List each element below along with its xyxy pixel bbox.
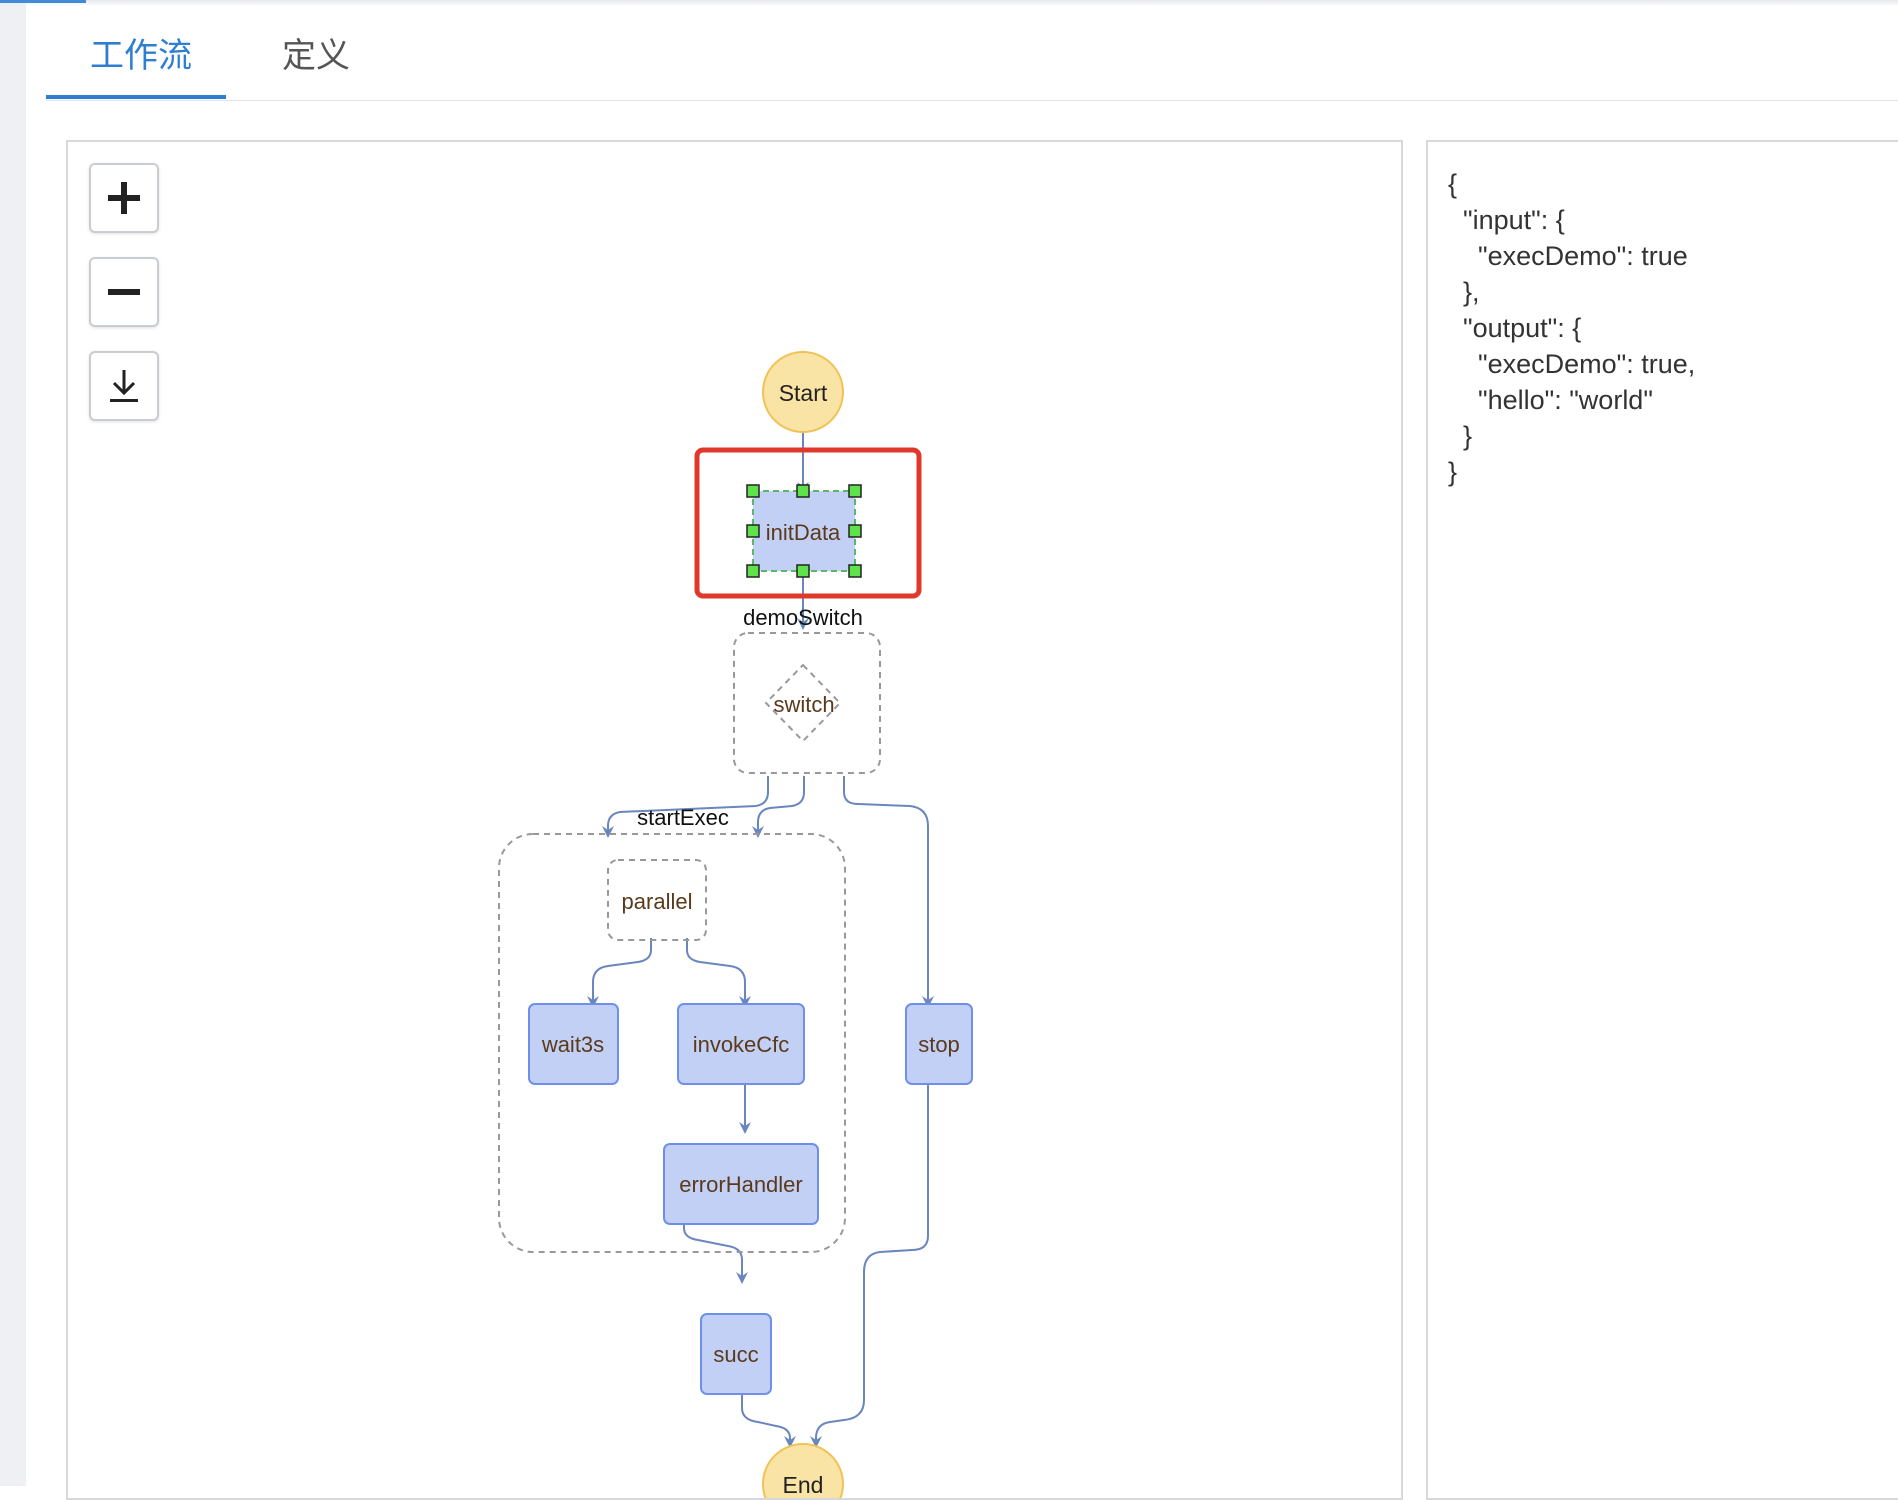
active-tab-underline (46, 95, 226, 99)
invokecfc-node-label: invokeCfc (693, 1032, 790, 1057)
switch-node (764, 663, 842, 743)
selection-highlight-box (694, 447, 922, 599)
initdata-node[interactable]: initData (746, 484, 862, 578)
succ-node-label: succ (713, 1342, 758, 1367)
demo-switch-group[interactable]: switch (733, 632, 881, 774)
top-shadow (0, 0, 1898, 6)
start-exec-label: startExec (637, 805, 729, 830)
wait3s-node-label: wait3s (541, 1032, 604, 1057)
tab-workflow[interactable]: 工作流 (90, 37, 192, 75)
zoom-out-button[interactable] (89, 257, 159, 327)
stop-node-label: stop (918, 1032, 960, 1057)
download-icon (110, 370, 138, 402)
parallel-node-label: parallel (622, 889, 693, 914)
errorhandler-node-label: errorHandler (679, 1172, 803, 1197)
invokecfc-node[interactable]: invokeCfc (677, 1003, 805, 1085)
succ-node[interactable]: succ (700, 1313, 772, 1395)
end-node[interactable]: End (762, 1443, 844, 1500)
stop-node[interactable]: stop (905, 1003, 973, 1085)
errorhandler-node[interactable]: errorHandler (663, 1143, 819, 1225)
end-node-label: End (783, 1472, 824, 1498)
minus-icon (108, 289, 140, 295)
start-node-label: Start (779, 380, 828, 406)
workflow-canvas[interactable]: Start initData demoSwitch switch (68, 142, 1403, 1500)
parallel-node[interactable]: parallel (607, 859, 707, 941)
switch-node-label: switch (773, 692, 834, 717)
workflow-edges (587, 432, 934, 1448)
top-accent-bar (0, 0, 86, 3)
download-button[interactable] (89, 351, 159, 421)
zoom-in-button[interactable] (89, 163, 159, 233)
workflow-diagram-panel[interactable]: Start initData demoSwitch switch (66, 140, 1403, 1500)
tab-bar: 工作流 定义 (46, 0, 1898, 101)
wait3s-node[interactable]: wait3s (528, 1003, 619, 1085)
plus-icon (108, 182, 140, 214)
demo-switch-label: demoSwitch (743, 605, 863, 630)
tab-definition[interactable]: 定义 (282, 37, 350, 75)
start-node[interactable]: Start (762, 351, 844, 433)
start-exec-group[interactable]: parallel wait3s invokeCfc errorHandler (498, 833, 846, 1253)
resize-handles[interactable] (746, 484, 862, 578)
left-sidebar-strip (0, 0, 26, 1486)
json-content[interactable]: { "input": { "execDemo": true }, "output… (1448, 169, 1696, 487)
initdata-node-label: initData (766, 520, 841, 545)
json-output-panel[interactable]: { "input": { "execDemo": true }, "output… (1426, 140, 1898, 1500)
